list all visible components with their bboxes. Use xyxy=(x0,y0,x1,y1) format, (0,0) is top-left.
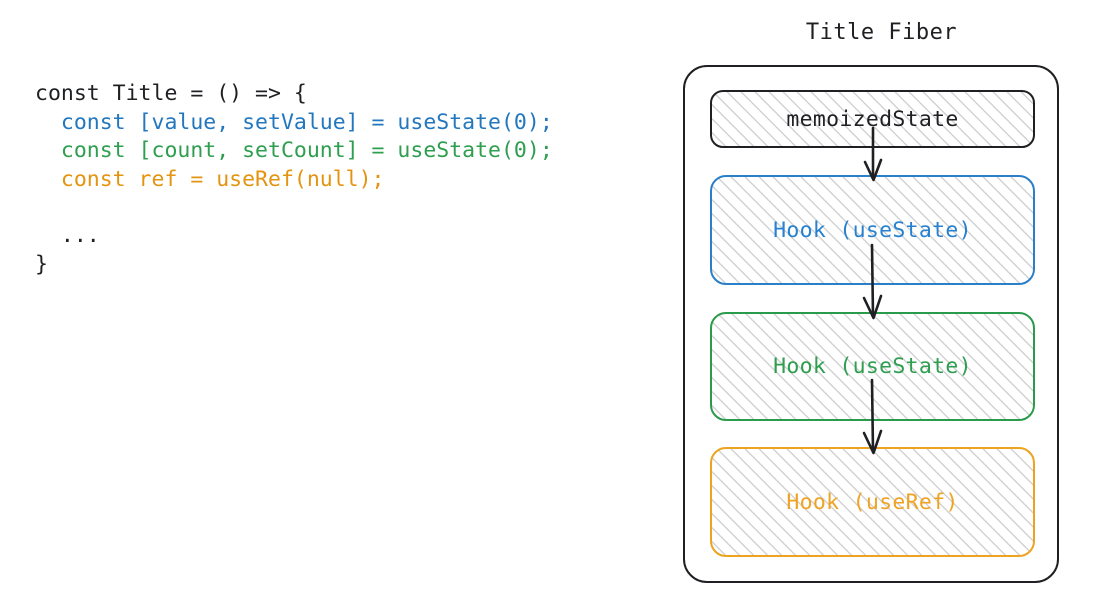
hook-usestate-label-1: Hook (useState) xyxy=(773,217,972,243)
hook-useref-label: Hook (useRef) xyxy=(786,489,959,515)
hook-useref-box: Hook (useRef) xyxy=(710,447,1035,557)
memoized-state-label: memoizedState xyxy=(786,106,959,132)
hook-usestate-box-2: Hook (useState) xyxy=(710,312,1035,421)
code-line-blank xyxy=(35,194,655,222)
code-line-useState-value: const [value, setValue] = useState(0); xyxy=(35,109,553,135)
diagram-title: Title Fiber xyxy=(805,20,958,45)
hook-usestate-label-2: Hook (useState) xyxy=(773,354,972,379)
hook-usestate-box-1: Hook (useState) xyxy=(710,175,1035,285)
code-line-useState-count: const [count, setCount] = useState(0); xyxy=(35,138,553,163)
code-line-useRef: const ref = useRef(null); xyxy=(35,166,385,192)
code-snippet: const Title = () => { const [value, setV… xyxy=(35,80,655,279)
code-line-ellipsis: ... xyxy=(35,223,100,248)
memoized-state-box: memoizedState xyxy=(710,90,1035,148)
code-line-close-brace: } xyxy=(35,251,48,277)
code-line: const Title = () => { xyxy=(35,81,307,106)
fiber-hooks-diagram: Title Fiber memoizedState Hook (useState… xyxy=(670,0,1093,601)
